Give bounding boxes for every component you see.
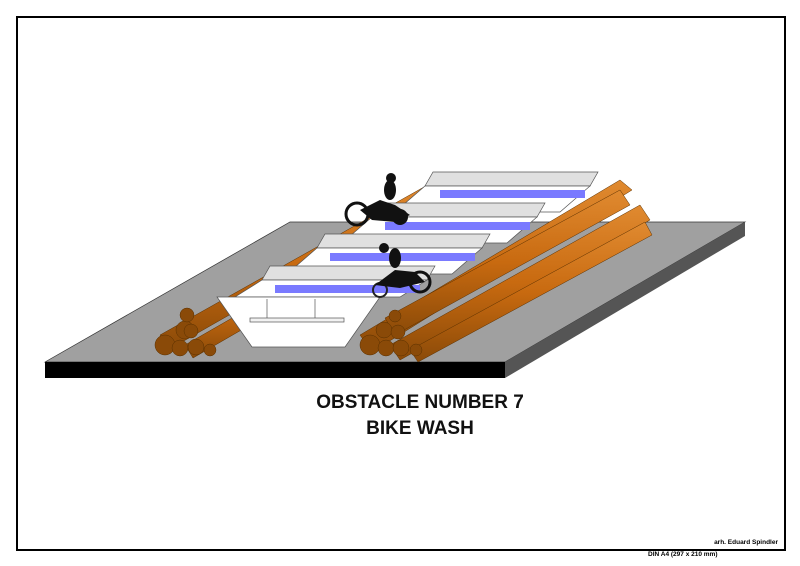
author-credit: arh. Eduard Spindler bbox=[714, 539, 778, 546]
right-log-pile bbox=[359, 179, 653, 363]
motorcycle-rider-front bbox=[372, 243, 432, 298]
drawing-frame bbox=[16, 16, 786, 551]
title-line-1: OBSTACLE NUMBER 7 bbox=[316, 392, 524, 413]
title-line-2: BIKE WASH bbox=[366, 418, 474, 439]
motorcycle-rider-back bbox=[344, 173, 410, 227]
paper-format-label: DIN A4 (297 x 210 mm) bbox=[648, 551, 718, 558]
